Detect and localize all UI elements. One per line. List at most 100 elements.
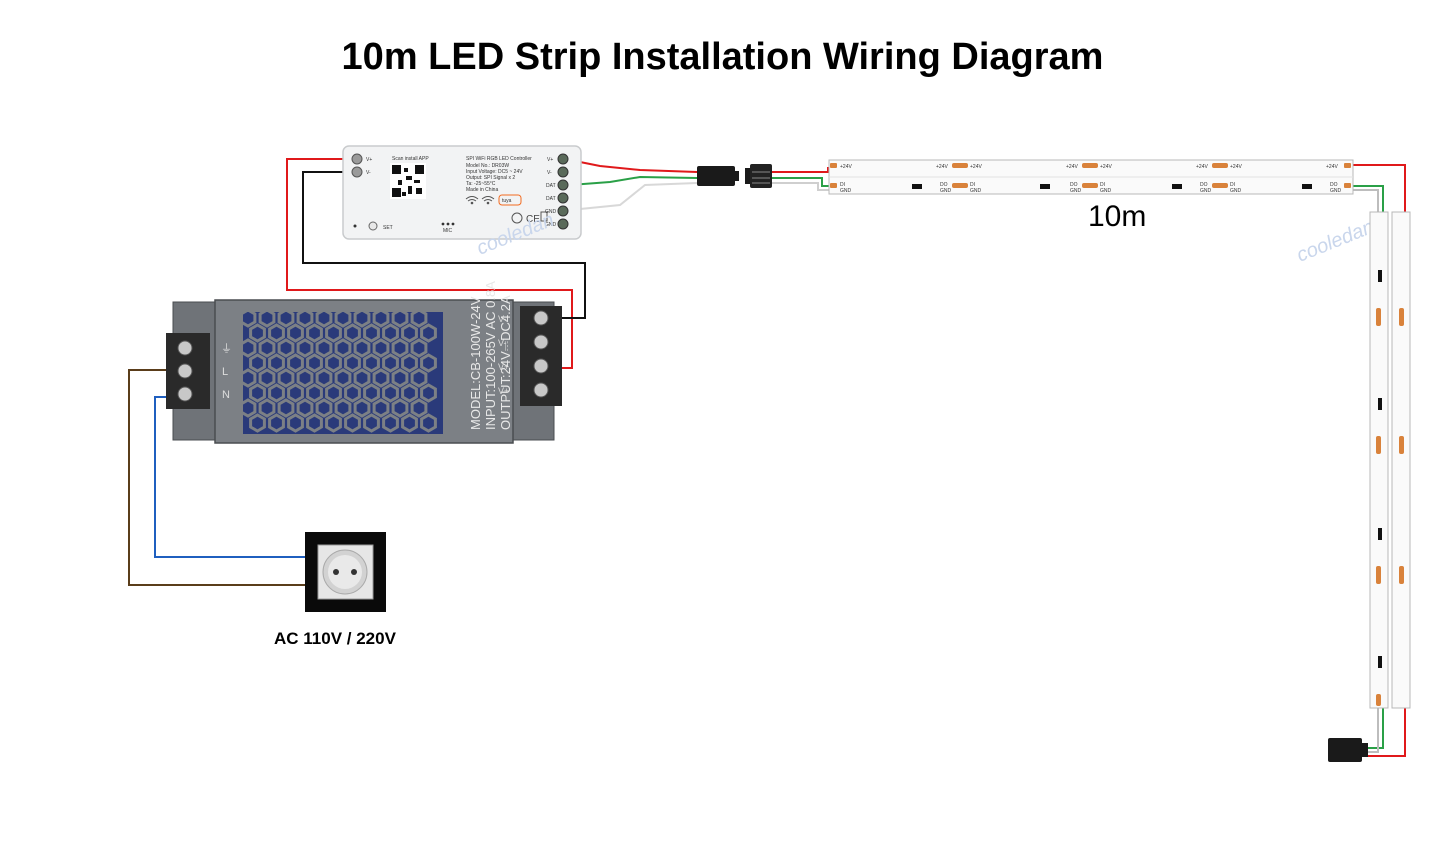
psu-hex-vent (344, 383, 361, 403)
terminal-label-2: V- (547, 170, 552, 176)
psu-hex-vent (382, 353, 399, 373)
terminal-screw-l (177, 363, 193, 379)
psu-hex-vent (344, 353, 361, 373)
psu-hex-vent (325, 413, 342, 433)
set-button[interactable] (368, 221, 378, 231)
controller-name: SPI WiFi RGB LED Controller (466, 156, 532, 162)
psu-hex-vent (401, 383, 418, 403)
tuya-brand: tuya (502, 198, 512, 204)
terminal-screw-n (177, 386, 193, 402)
terminal-label-6: GND (545, 222, 557, 228)
wires (128, 158, 1406, 757)
psu-hex-vent (363, 353, 380, 373)
strip-label-pos-5: +24V (1100, 164, 1112, 170)
psu-ac-label-ground: ⏚ (221, 342, 232, 355)
psu-hex-vent (391, 308, 409, 328)
psu-hex-vent (334, 308, 352, 328)
psu-hex-vent (353, 338, 371, 358)
psu-hex-vent (315, 308, 333, 328)
psu-hex-vent (296, 338, 314, 358)
led-strip-horizontal: +24V +24V +24V +24V +24V +24V +24V +24V … (828, 159, 1354, 195)
strip-solder-pads (830, 163, 1351, 188)
wire-strip-red (770, 167, 829, 173)
connector-female (697, 166, 739, 186)
psu-hex-vent (391, 338, 409, 358)
psu-hex-vent (372, 308, 390, 328)
psu-hex-vent (277, 398, 295, 418)
psu-hex-vent (420, 383, 437, 403)
psu-hex-vent (315, 398, 333, 418)
psu-hex-vent (334, 368, 352, 388)
diagram-title: 10m LED Strip Installation Wiring Diagra… (341, 36, 1104, 78)
strip-label-gnd-8: GND (1330, 188, 1342, 194)
psu-hex-vent (249, 353, 266, 373)
strip-ic-chips (912, 184, 1312, 189)
psu-hex-vent (401, 413, 418, 433)
strip-label-pos-2: +24V (936, 164, 948, 170)
controller-model: Model No.: DR03W (466, 163, 509, 169)
psu-hex-vent (334, 398, 352, 418)
strip-label-gnd-3: GND (970, 188, 982, 194)
psu-hex-vent (353, 398, 371, 418)
wire-strip-white (770, 182, 830, 191)
socket-pin-hole-right (351, 569, 357, 575)
wire-white-signal (569, 182, 698, 211)
psu-hex-vent (353, 368, 371, 388)
strip-label-pos-7: +24V (1230, 164, 1242, 170)
terminal-screw-ground (177, 340, 193, 356)
psu-hex-vent (239, 398, 257, 418)
strip-label-gnd-2: GND (940, 188, 952, 194)
terminal-screw-vplus-1 (533, 358, 549, 374)
psu-hex-vent (268, 383, 285, 403)
psu-output: OUTPUT:24V⎓DC4.2A (498, 295, 513, 430)
terminal-label-1: V+ (547, 157, 553, 163)
psu-ac-label-l: L (222, 366, 228, 378)
ce-mark-icon: CE (526, 214, 540, 225)
wire-strip-green (770, 177, 830, 187)
psu-hex-vent (410, 338, 428, 358)
rohs-icon (511, 212, 523, 224)
terminal-screw-vplus-2 (533, 382, 549, 398)
strip-label-do-4: DO (1330, 182, 1338, 188)
psu-hex-vent (277, 368, 295, 388)
strip-label-di-2: DI (970, 182, 975, 188)
psu-hex-vent (258, 308, 276, 328)
controller-dot-icon (353, 224, 357, 228)
terminal-screw-vminus-1 (533, 310, 549, 326)
power-supply: MODEL:CB-100W-24V INPUT:100-265V AC 0.8A… (166, 281, 562, 444)
psu-hex-vent (306, 383, 323, 403)
psu-hex-vent (325, 353, 342, 373)
connector-end (1328, 738, 1368, 762)
psu-hex-vent (391, 368, 409, 388)
weee-icon (540, 211, 548, 222)
wire-green-signal (569, 175, 698, 186)
psu-hex-vent (315, 338, 333, 358)
controller-input-label-1: V+ (366, 157, 372, 163)
strip-label-gnd-6: GND (1200, 188, 1212, 194)
psu-hex-vent (382, 323, 399, 343)
psu-hex-vent (306, 323, 323, 343)
controller-output-terminals (557, 153, 569, 230)
psu-input: INPUT:100-265V AC 0.8A (483, 281, 498, 430)
psu-hex-vent (258, 368, 276, 388)
controller-terminal-vplus (351, 153, 363, 165)
psu-hex-vent (239, 308, 257, 328)
controller-terminal-vminus (351, 166, 363, 178)
watermark-2: cooledan (1294, 216, 1378, 267)
psu-hex-vent (334, 338, 352, 358)
psu-hex-vent (277, 338, 295, 358)
strip-label-di-1: DI (840, 182, 845, 188)
psu-hex-vent (306, 353, 323, 373)
psu-hex-vent (268, 353, 285, 373)
psu-hex-vent (296, 308, 314, 328)
psu-hex-vent (401, 353, 418, 373)
wifi-controller: V+ V- Scan install APP SPI WiFi RGB LED … (342, 145, 582, 240)
controller-temp: Ta: -25~55°C (466, 181, 496, 187)
mic-label: MIC (443, 228, 453, 234)
psu-hex-vent (363, 383, 380, 403)
strip-length-label: 10m (1088, 200, 1147, 233)
wifi-icon-2 (481, 196, 495, 205)
set-button-label: SET (383, 225, 393, 231)
terminal-screw-vminus-2 (533, 334, 549, 350)
strip-label-do-1: DO (940, 182, 948, 188)
